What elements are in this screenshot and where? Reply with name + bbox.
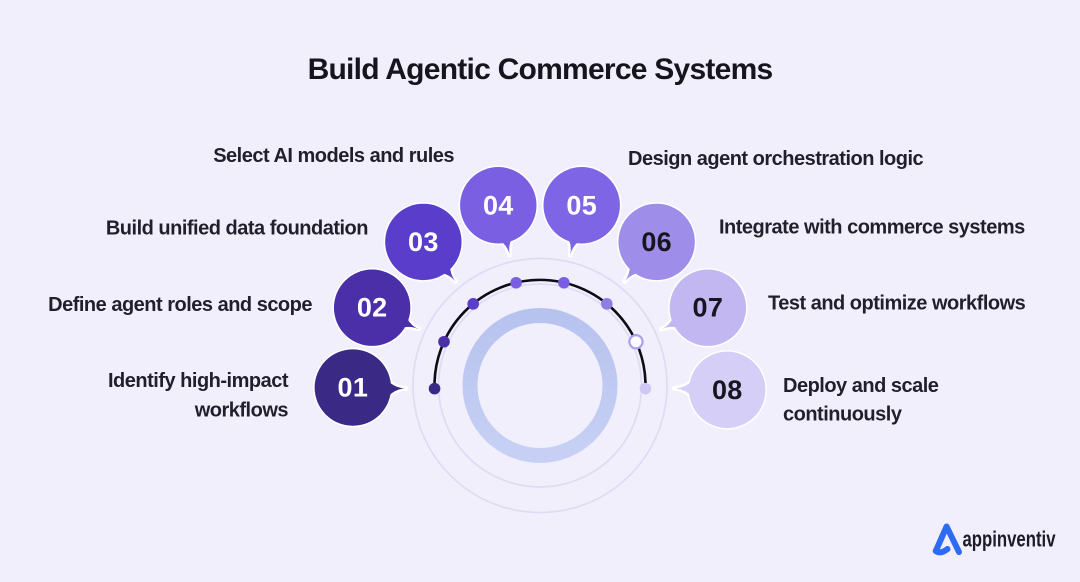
svg-text:06: 06: [641, 227, 672, 257]
svg-text:02: 02: [357, 293, 388, 323]
svg-text:Build Agentic Commerce Systems: Build Agentic Commerce Systems: [308, 53, 773, 86]
svg-text:Integrate with commerce system: Integrate with commerce systems: [719, 217, 1025, 239]
svg-text:01: 01: [338, 373, 369, 403]
svg-text:workflows: workflows: [194, 400, 289, 422]
svg-text:04: 04: [483, 190, 514, 220]
svg-text:08: 08: [712, 375, 743, 405]
svg-text:Test and optimize workflows: Test and optimize workflows: [768, 293, 1026, 315]
svg-text:Identify high-impact: Identify high-impact: [108, 370, 289, 392]
svg-text:07: 07: [693, 293, 724, 323]
svg-text:Design agent orchestration log: Design agent orchestration logic: [628, 148, 924, 170]
svg-text:Select AI models and rules: Select AI models and rules: [213, 145, 454, 167]
svg-text:continuously: continuously: [783, 404, 903, 426]
svg-text:05: 05: [566, 190, 597, 220]
svg-text:appinventiv: appinventiv: [963, 527, 1057, 552]
svg-text:Deploy and scale: Deploy and scale: [783, 375, 939, 397]
svg-text:03: 03: [408, 227, 439, 257]
svg-text:Build unified data foundation: Build unified data foundation: [106, 218, 368, 240]
svg-text:Define agent roles and scope: Define agent roles and scope: [48, 294, 312, 316]
